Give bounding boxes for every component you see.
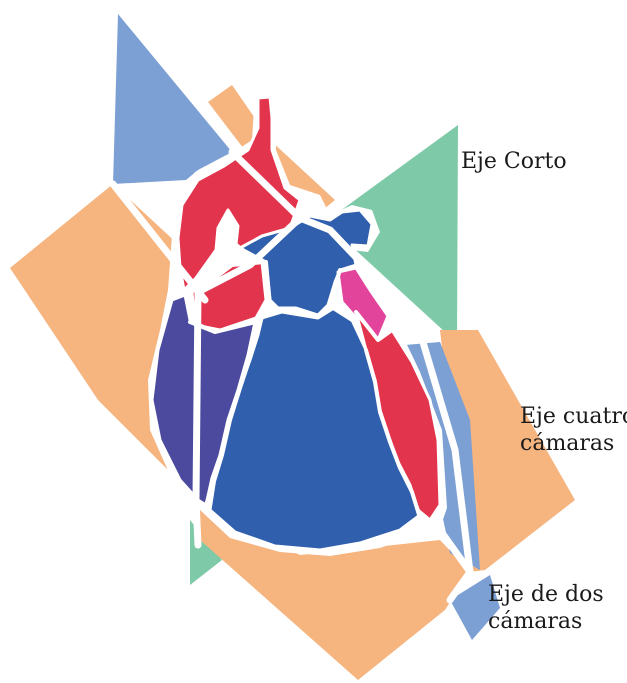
two-chamber-plane-top: [113, 14, 232, 184]
two-chamber-label-line-1: Eje de dos: [488, 582, 604, 607]
pink-chamber: [336, 266, 390, 342]
two-chamber-label-line-2: cámaras: [488, 609, 583, 634]
two-chamber-plane-bottom: [450, 575, 500, 640]
short-axis-plane-upper: [325, 125, 458, 343]
short-axis-label-text: Eje Corto: [461, 149, 567, 174]
four-chamber-label-line-1: Eje cuatro: [520, 404, 627, 429]
four-chamber-plane-lower: [200, 505, 470, 680]
four-chamber-label: Eje cuatro cámaras: [520, 403, 627, 457]
four-chamber-label-line-2: cámaras: [520, 431, 615, 456]
short-axis-label: Eje Corto: [461, 148, 567, 175]
two-chamber-label: Eje de dos cámaras: [488, 581, 604, 635]
plane-intersection-lines: [109, 148, 475, 604]
